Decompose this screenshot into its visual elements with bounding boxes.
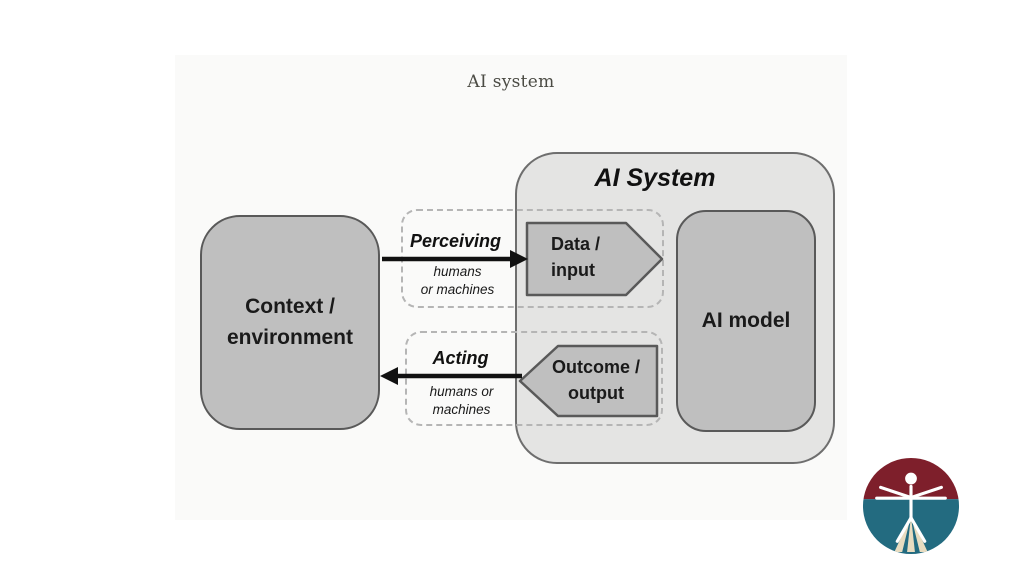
perceiving-note-line1: humans: [433, 264, 482, 279]
perceiving-label: Perceiving: [409, 231, 502, 251]
outcome-output-shape: [518, 344, 659, 418]
data-input-line2: input: [551, 260, 595, 281]
ai-system-title: AI System: [594, 164, 716, 192]
acting-arrow: [380, 367, 522, 385]
acting-note: humans or machines: [404, 383, 519, 418]
data-input-shape: [525, 221, 664, 297]
outcome-line2: output: [568, 383, 624, 404]
ai-model-box: AI model: [676, 210, 816, 432]
perceiving-note-line2: or machines: [420, 281, 495, 297]
vitruvian-man-logo-icon: [862, 457, 960, 555]
acting-group-frame: [405, 331, 663, 426]
perceiving-note: humans or machines: [400, 263, 515, 298]
context-box-line1: Context /: [245, 295, 335, 319]
acting-note-line1: humans or: [429, 384, 494, 399]
data-input-label: Data / input: [551, 231, 631, 283]
outcome-line1: Outcome /: [551, 357, 640, 377]
outcome-output-label: Outcome / output: [540, 354, 652, 406]
ai-model-label: AI model: [701, 309, 791, 332]
data-input-line1: Data /: [551, 234, 601, 254]
acting-note-line2: machines: [432, 401, 491, 417]
slide-title: AI system: [467, 72, 555, 92]
context-box-line2: environment: [226, 325, 354, 349]
context-environment-box: Context / environment: [200, 215, 380, 430]
acting-label: Acting: [432, 348, 489, 368]
perceiving-arrow: [382, 250, 528, 268]
